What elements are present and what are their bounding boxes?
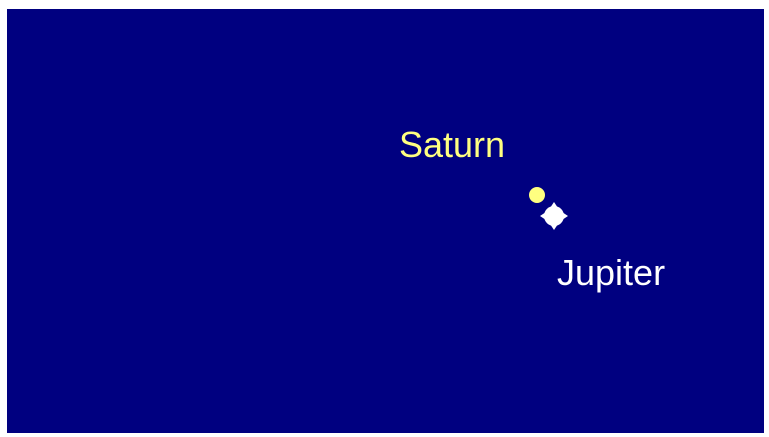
saturn-label: Saturn [399,124,506,165]
saturn-planet-dot [529,187,545,203]
crescent-moon-icon [146,150,192,207]
night-sky-panel: Saturn Jupiter [7,9,764,433]
sky-diagram [146,150,568,230]
jupiter-planet-dot [540,202,568,230]
jupiter-label: Jupiter [557,252,666,293]
